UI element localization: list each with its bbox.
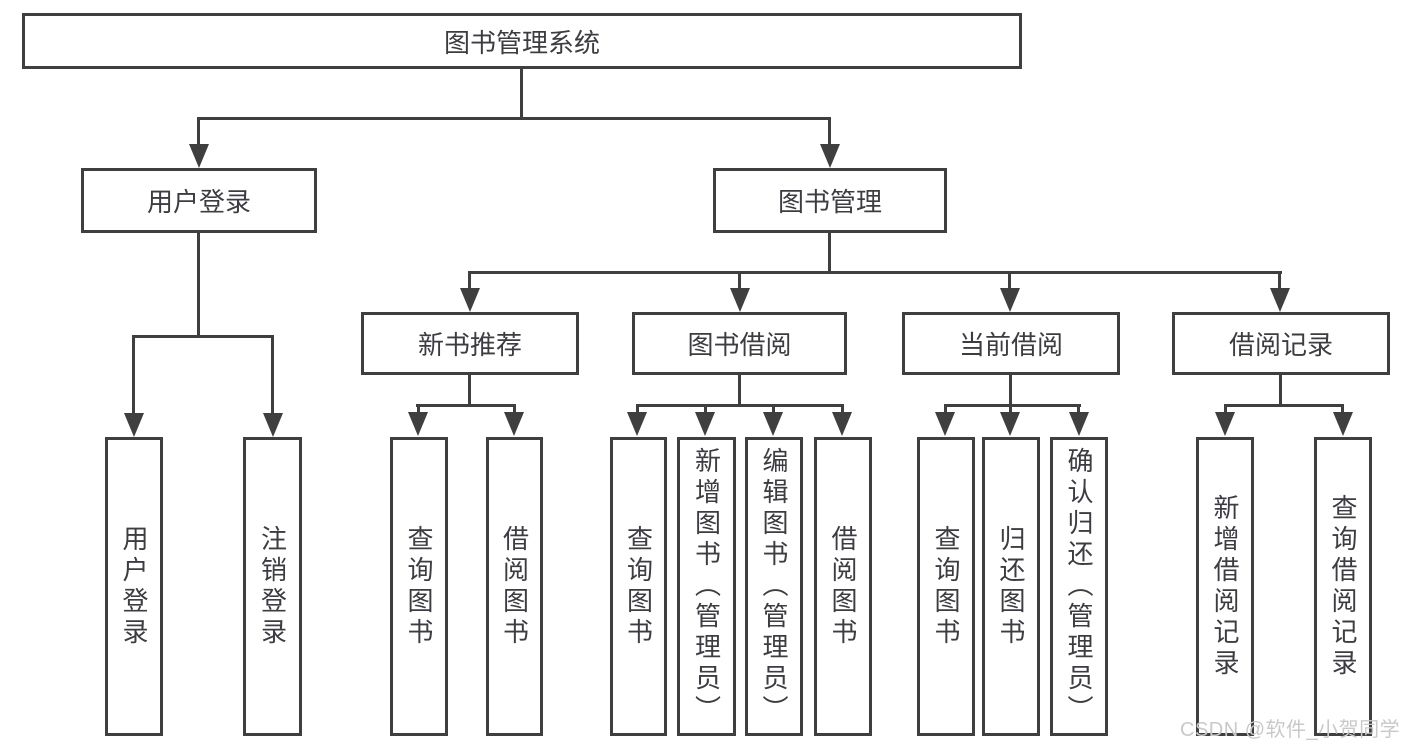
connector-arrowhead xyxy=(1000,412,1020,436)
connector-line xyxy=(197,232,200,337)
connector-arrowhead xyxy=(1069,412,1089,436)
connector-line xyxy=(513,404,516,414)
connector-line xyxy=(520,68,523,118)
connector-line xyxy=(1009,374,1012,407)
connector-line xyxy=(468,271,471,290)
leaf-borrow-books-recommend: 借阅图书 xyxy=(486,437,543,736)
leaf-add-book-admin: 新增图书（管理员） xyxy=(677,437,736,736)
connector-arrowhead xyxy=(935,412,955,436)
connector-line xyxy=(636,404,639,414)
connector-line xyxy=(704,404,707,414)
connector-line xyxy=(416,404,516,407)
connector-line xyxy=(1279,374,1282,407)
node-user-login: 用户登录 xyxy=(81,168,317,233)
node-book-borrow: 图书借阅 xyxy=(632,312,847,375)
connector-arrowhead xyxy=(1215,412,1235,436)
connector-arrowhead xyxy=(189,144,209,168)
connector-line xyxy=(828,117,831,146)
leaf-query-books-borrow: 查询图书 xyxy=(610,437,667,736)
connector-line xyxy=(197,117,831,120)
connector-line xyxy=(636,404,844,407)
connector-line xyxy=(417,404,420,414)
connector-line xyxy=(1008,271,1011,290)
leaf-query-books-recommend: 查询图书 xyxy=(390,437,448,736)
leaf-logout: 注销登录 xyxy=(243,437,302,736)
connector-arrowhead xyxy=(1000,288,1020,312)
leaf-return-book: 归还图书 xyxy=(982,437,1040,736)
connector-line xyxy=(772,404,775,414)
leaf-borrow-books: 借阅图书 xyxy=(814,437,872,736)
connector-arrowhead xyxy=(408,412,428,436)
connector-line xyxy=(271,335,274,415)
connector-arrowhead xyxy=(627,412,647,436)
csdn-watermark: CSDN @软件_小贺同学 xyxy=(1180,719,1401,741)
connector-line xyxy=(468,374,471,407)
connector-arrowhead xyxy=(263,413,283,437)
connector-line xyxy=(468,271,1282,274)
connector-line xyxy=(1224,404,1344,407)
connector-line xyxy=(1077,404,1080,414)
connector-line xyxy=(841,404,844,414)
connector-arrowhead xyxy=(832,412,852,436)
node-book-management: 图书管理 xyxy=(713,168,947,233)
connector-arrowhead xyxy=(504,412,524,436)
connector-arrowhead xyxy=(460,288,480,312)
connector-line xyxy=(132,335,274,338)
connector-arrowhead xyxy=(695,412,715,436)
connector-line xyxy=(738,271,741,290)
connector-arrowhead xyxy=(763,412,783,436)
connector-line xyxy=(944,404,947,414)
node-library-management-system: 图书管理系统 xyxy=(22,13,1022,69)
leaf-query-books-current: 查询图书 xyxy=(917,437,975,736)
connector-line xyxy=(828,232,831,274)
leaf-confirm-return-admin: 确认归还（管理员） xyxy=(1050,437,1108,736)
connector-line xyxy=(738,374,741,407)
node-new-book-recommend: 新书推荐 xyxy=(361,312,579,375)
connector-arrowhead xyxy=(820,144,840,168)
connector-line xyxy=(1278,271,1281,290)
connector-line xyxy=(197,117,200,146)
leaf-edit-book-admin: 编辑图书（管理员） xyxy=(745,437,803,736)
node-current-borrow: 当前借阅 xyxy=(902,312,1120,375)
leaf-query-borrow-record: 查询借阅记录 xyxy=(1314,437,1372,736)
connector-arrowhead xyxy=(1270,288,1290,312)
connector-line xyxy=(132,335,135,415)
connector-line xyxy=(1009,404,1012,414)
node-borrow-record: 借阅记录 xyxy=(1172,312,1390,375)
connector-arrowhead xyxy=(730,288,750,312)
leaf-add-borrow-record: 新增借阅记录 xyxy=(1196,437,1254,736)
connector-line xyxy=(1224,404,1227,414)
connector-arrowhead xyxy=(1333,412,1353,436)
connector-arrowhead xyxy=(124,413,144,437)
connector-line xyxy=(1341,404,1344,414)
leaf-user-login: 用户登录 xyxy=(105,437,163,736)
connector-line xyxy=(944,404,1081,407)
